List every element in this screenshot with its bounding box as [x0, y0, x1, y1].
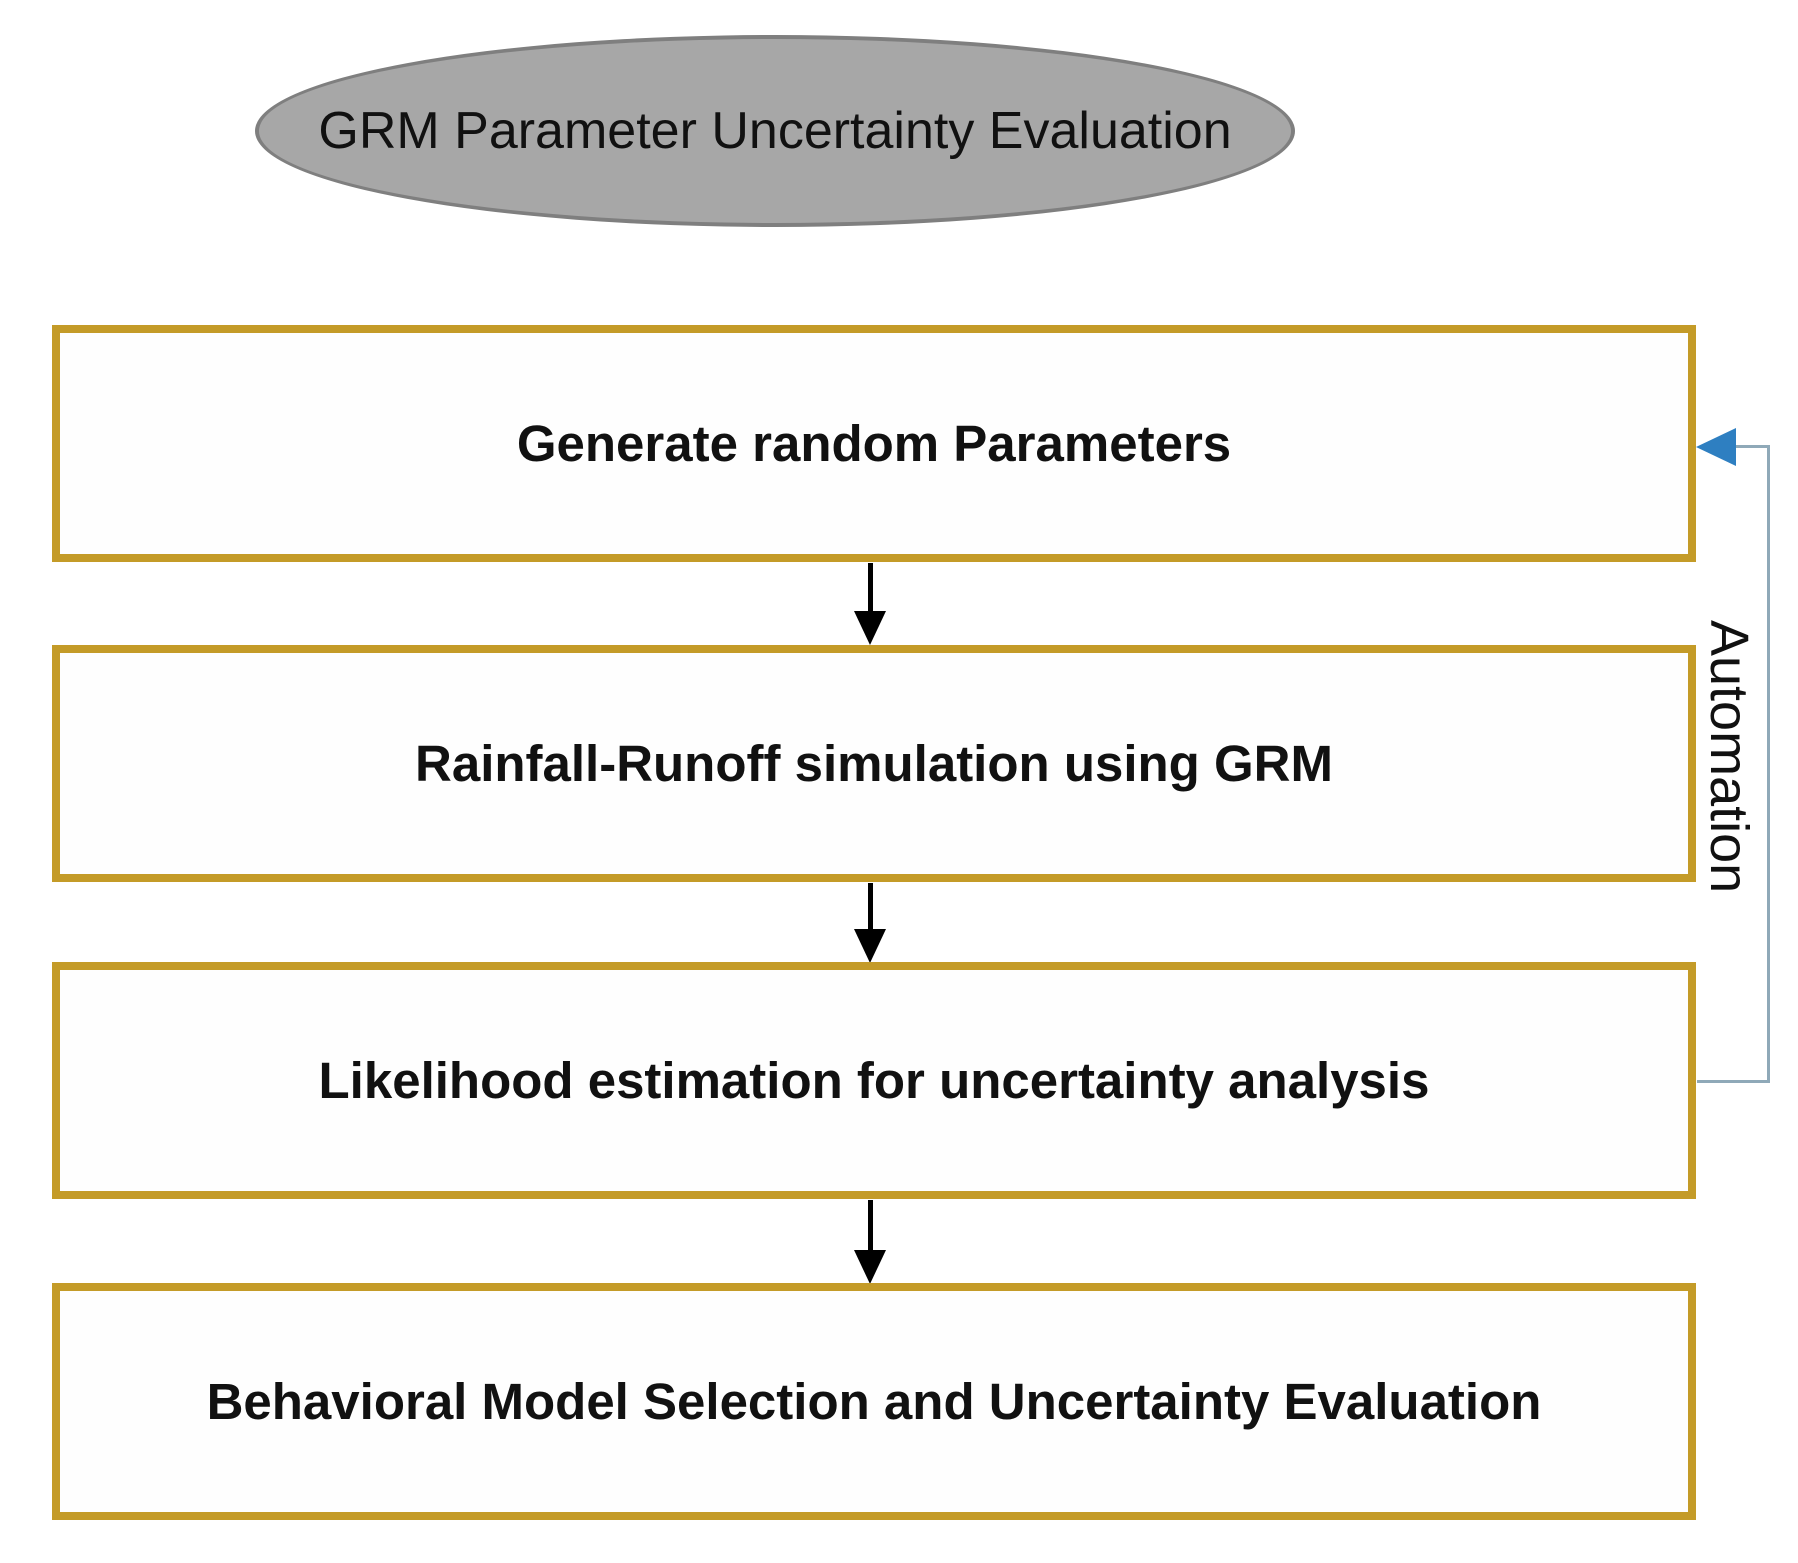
step-box-behavioral-model-selection: Behavioral Model Selection and Uncertain…	[52, 1283, 1696, 1520]
step-label: Generate random Parameters	[516, 415, 1232, 472]
down-arrow-icon	[838, 1200, 902, 1284]
automation-loop-bottom-segment	[1697, 1080, 1770, 1083]
title-ellipse: GRM Parameter Uncertainty Evaluation	[255, 35, 1295, 227]
step-label: Likelihood estimation for uncertainty an…	[318, 1052, 1430, 1109]
loop-arrowhead-icon	[1696, 428, 1736, 466]
arrow-head	[854, 611, 886, 645]
automation-loop-vertical-segment	[1767, 445, 1770, 1083]
arrow-stem	[868, 1200, 873, 1252]
automation-label: Automation	[1699, 620, 1759, 894]
step-box-likelihood-estimation: Likelihood estimation for uncertainty an…	[52, 962, 1696, 1199]
arrow-head	[854, 1250, 886, 1284]
automation-loop-top-segment	[1730, 445, 1770, 448]
arrow-stem	[868, 563, 873, 613]
flowchart-title: GRM Parameter Uncertainty Evaluation	[318, 102, 1232, 160]
step-box-rainfall-runoff-simulation: Rainfall-Runoff simulation using GRM	[52, 645, 1696, 882]
down-arrow-icon	[838, 563, 902, 645]
step-label: Rainfall-Runoff simulation using GRM	[415, 735, 1333, 792]
step-box-generate-parameters: Generate random Parameters	[52, 325, 1696, 562]
down-arrow-icon	[838, 883, 902, 963]
arrow-stem	[868, 883, 873, 931]
arrow-head	[854, 929, 886, 963]
step-label: Behavioral Model Selection and Uncertain…	[206, 1373, 1542, 1430]
